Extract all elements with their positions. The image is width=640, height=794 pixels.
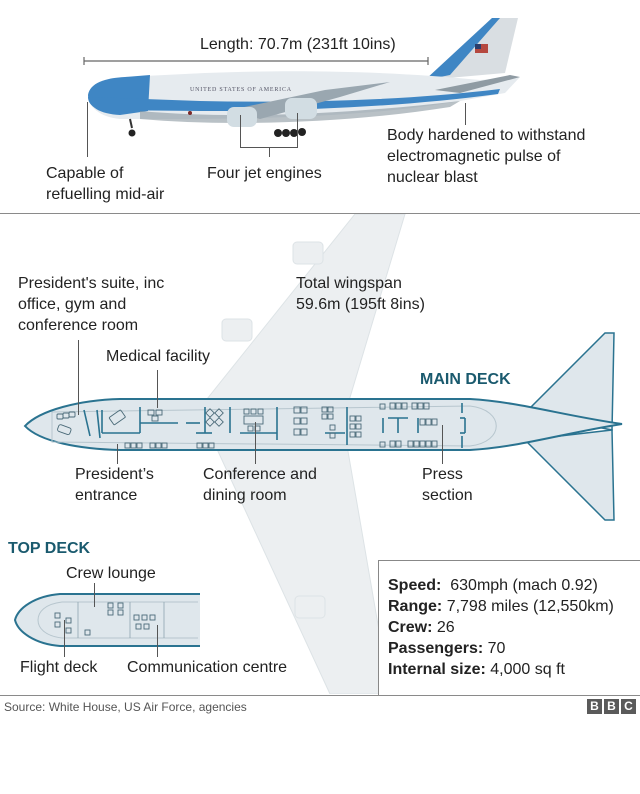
leader-flight-deck <box>64 620 65 657</box>
svg-text:UNITED STATES OF AMERICA: UNITED STATES OF AMERICA <box>190 87 292 93</box>
plane-silhouette-background <box>193 214 406 694</box>
annotation-crew-lounge: Crew lounge <box>66 565 156 582</box>
leader-press <box>442 425 443 464</box>
bbc-logo: B B C <box>587 699 636 714</box>
leader-hardened <box>465 103 466 125</box>
annotation-press: Press section <box>422 466 473 504</box>
annotation-conference: Conference and dining room <box>203 466 317 504</box>
stat-speed: Speed: 630mph (mach 0.92) <box>388 577 598 594</box>
annotation-entrance: President’s entrance <box>75 466 154 504</box>
annotation-comms: Communication centre <box>127 659 288 676</box>
leader-engines-right <box>297 113 298 147</box>
leader-crew-lounge <box>94 583 95 607</box>
stat-crew: Crew: 26 <box>388 619 455 636</box>
annotation-refuel: Capable of refuelling mid-air <box>46 165 165 203</box>
leader-entrance <box>117 444 118 464</box>
leader-suite <box>78 340 79 415</box>
leader-medical <box>157 370 158 408</box>
leader-refuel <box>87 102 88 157</box>
length-label: Length: 70.7m (231ft 10ins) <box>200 36 396 53</box>
annotation-hardened: Body hardened to withstand electromagnet… <box>387 127 586 186</box>
stat-range: Range: 7,798 miles (12,550km) <box>388 598 614 615</box>
stat-internal-size: Internal size: 4,000 sq ft <box>388 661 565 678</box>
top-deck-title: TOP DECK <box>8 540 91 557</box>
side-view-section: Length: 70.7m (231ft 10ins) UNITED STATE… <box>0 0 640 213</box>
leader-engines-stem <box>269 147 270 157</box>
source-text: Source: White House, US Air Force, agenc… <box>4 700 247 714</box>
bbc-logo-letter-c: C <box>621 699 636 714</box>
stats-panel: Speed: 630mph (mach 0.92) Range: 7,798 m… <box>378 560 640 695</box>
wingspan-label: Total wingspan 59.6m (195ft 8ins) <box>296 275 425 313</box>
top-deck-floorplan <box>13 593 200 647</box>
length-dimension-line <box>83 57 429 65</box>
annotation-medical: Medical facility <box>106 348 211 365</box>
annotation-engines: Four jet engines <box>207 165 322 182</box>
leader-conference <box>255 422 256 464</box>
section-divider-top <box>0 213 640 214</box>
leader-engines-left <box>240 115 241 147</box>
bbc-logo-letter-b2: B <box>604 699 619 714</box>
stat-passengers: Passengers: 70 <box>388 640 506 657</box>
annotation-president-suite: President's suite, inc office, gym and c… <box>18 275 165 334</box>
annotation-flight-deck: Flight deck <box>20 659 98 676</box>
main-deck-title: MAIN DECK <box>420 371 511 388</box>
bbc-logo-letter-b1: B <box>587 699 602 714</box>
leader-comms <box>157 625 158 657</box>
section-divider-bottom <box>0 695 640 696</box>
air-force-one-side-illustration: UNITED STATES OF AMERICA <box>88 18 520 137</box>
main-deck-floorplan <box>23 332 623 521</box>
